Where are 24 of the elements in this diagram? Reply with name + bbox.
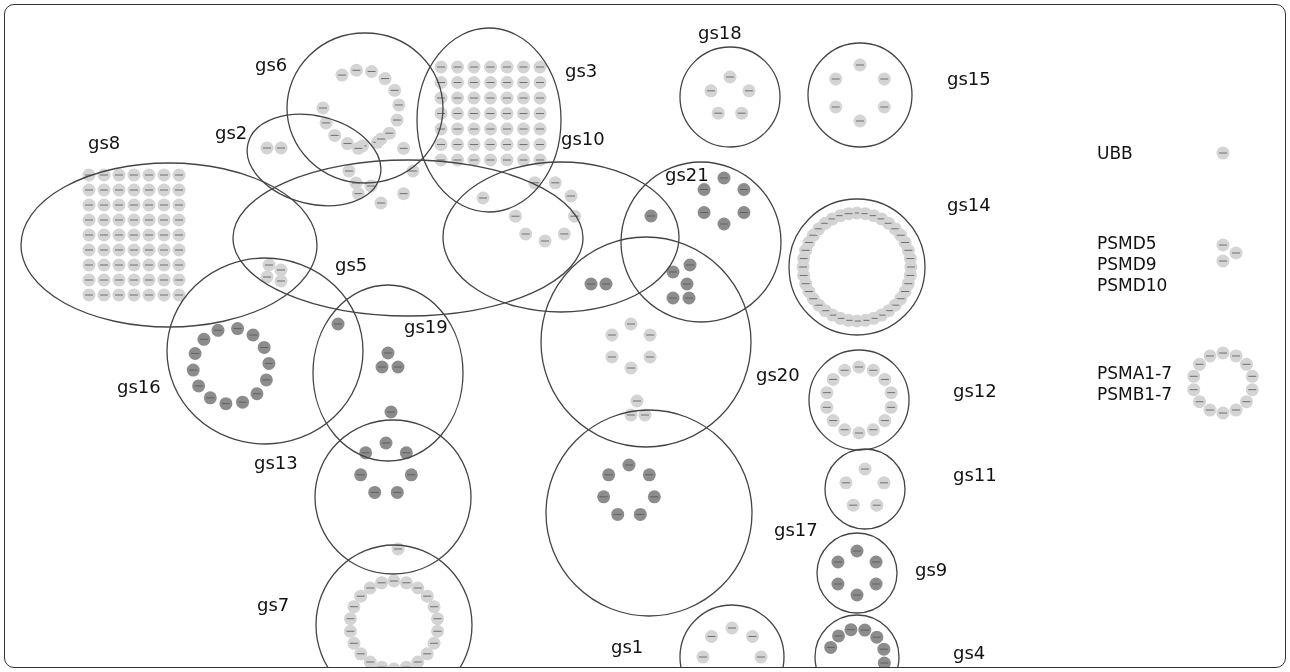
- set-label: gs5: [335, 255, 368, 275]
- set-label: gs15: [947, 69, 991, 89]
- set-label: gs10: [561, 129, 605, 149]
- set-label: gs21: [665, 165, 709, 185]
- set-label: gs19: [404, 317, 448, 337]
- set-label: gs16: [117, 377, 161, 397]
- set-label: gs18: [698, 23, 742, 43]
- set-label: gs13: [254, 453, 298, 473]
- set-label: gs11: [953, 465, 997, 485]
- legend-label: UBB: [1097, 143, 1134, 164]
- set-label: gs2: [215, 123, 248, 143]
- set-label: gs20: [756, 365, 800, 385]
- set-label: gs3: [565, 61, 598, 81]
- set-label: gs8: [88, 133, 121, 153]
- set-label: gs7: [257, 595, 290, 615]
- legend-label: PSMD5 PSMD9 PSMD10: [1097, 233, 1169, 296]
- set-label: gs1: [611, 637, 644, 657]
- legend-label: PSMA1-7 PSMB1-7: [1097, 363, 1174, 405]
- set-label: gs4: [953, 643, 986, 663]
- set-label: gs14: [947, 195, 991, 215]
- set-label: gs12: [953, 381, 997, 401]
- set-label: gs17: [774, 520, 818, 540]
- set-label: gs6: [255, 55, 288, 75]
- set-label: gs9: [915, 560, 948, 580]
